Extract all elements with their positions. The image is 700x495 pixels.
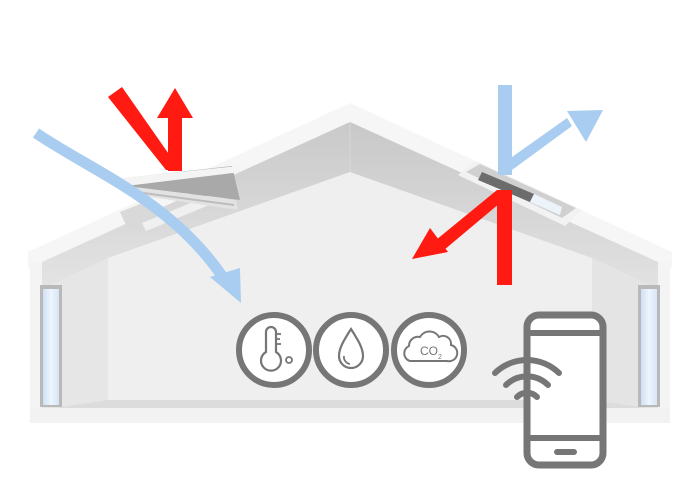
outer-wall-right <box>658 262 670 412</box>
floor <box>42 400 658 410</box>
co2-label: CO <box>420 344 438 358</box>
co2-subscript: 2 <box>438 354 442 361</box>
side-window-right <box>638 285 660 407</box>
airflow-arrows <box>32 85 603 303</box>
thermometer-icon <box>236 312 312 388</box>
side-window-left <box>40 285 62 407</box>
wifi-icon <box>492 357 562 412</box>
floor-slab <box>30 408 670 423</box>
warm-air-out-arrow-right <box>436 190 512 250</box>
cool-air-in-stroke-right <box>498 85 512 175</box>
outer-wall-left <box>30 262 42 412</box>
warm-air-in-stroke-left <box>108 87 180 170</box>
co2-cloud-icon: CO 2 <box>391 312 467 388</box>
smartphone-wifi-icon <box>492 311 607 469</box>
warm-air-in-stroke-right <box>497 190 512 285</box>
interior-back-wall <box>108 172 592 402</box>
cool-air-out-arrow-right <box>505 118 572 175</box>
cool-air-in-arrow-left <box>32 128 227 280</box>
right-roof-window <box>458 161 582 226</box>
sensor-icons: CO 2 <box>236 312 467 388</box>
humidity-drop-icon <box>313 312 389 388</box>
warm-air-out-arrow-left <box>168 114 182 171</box>
